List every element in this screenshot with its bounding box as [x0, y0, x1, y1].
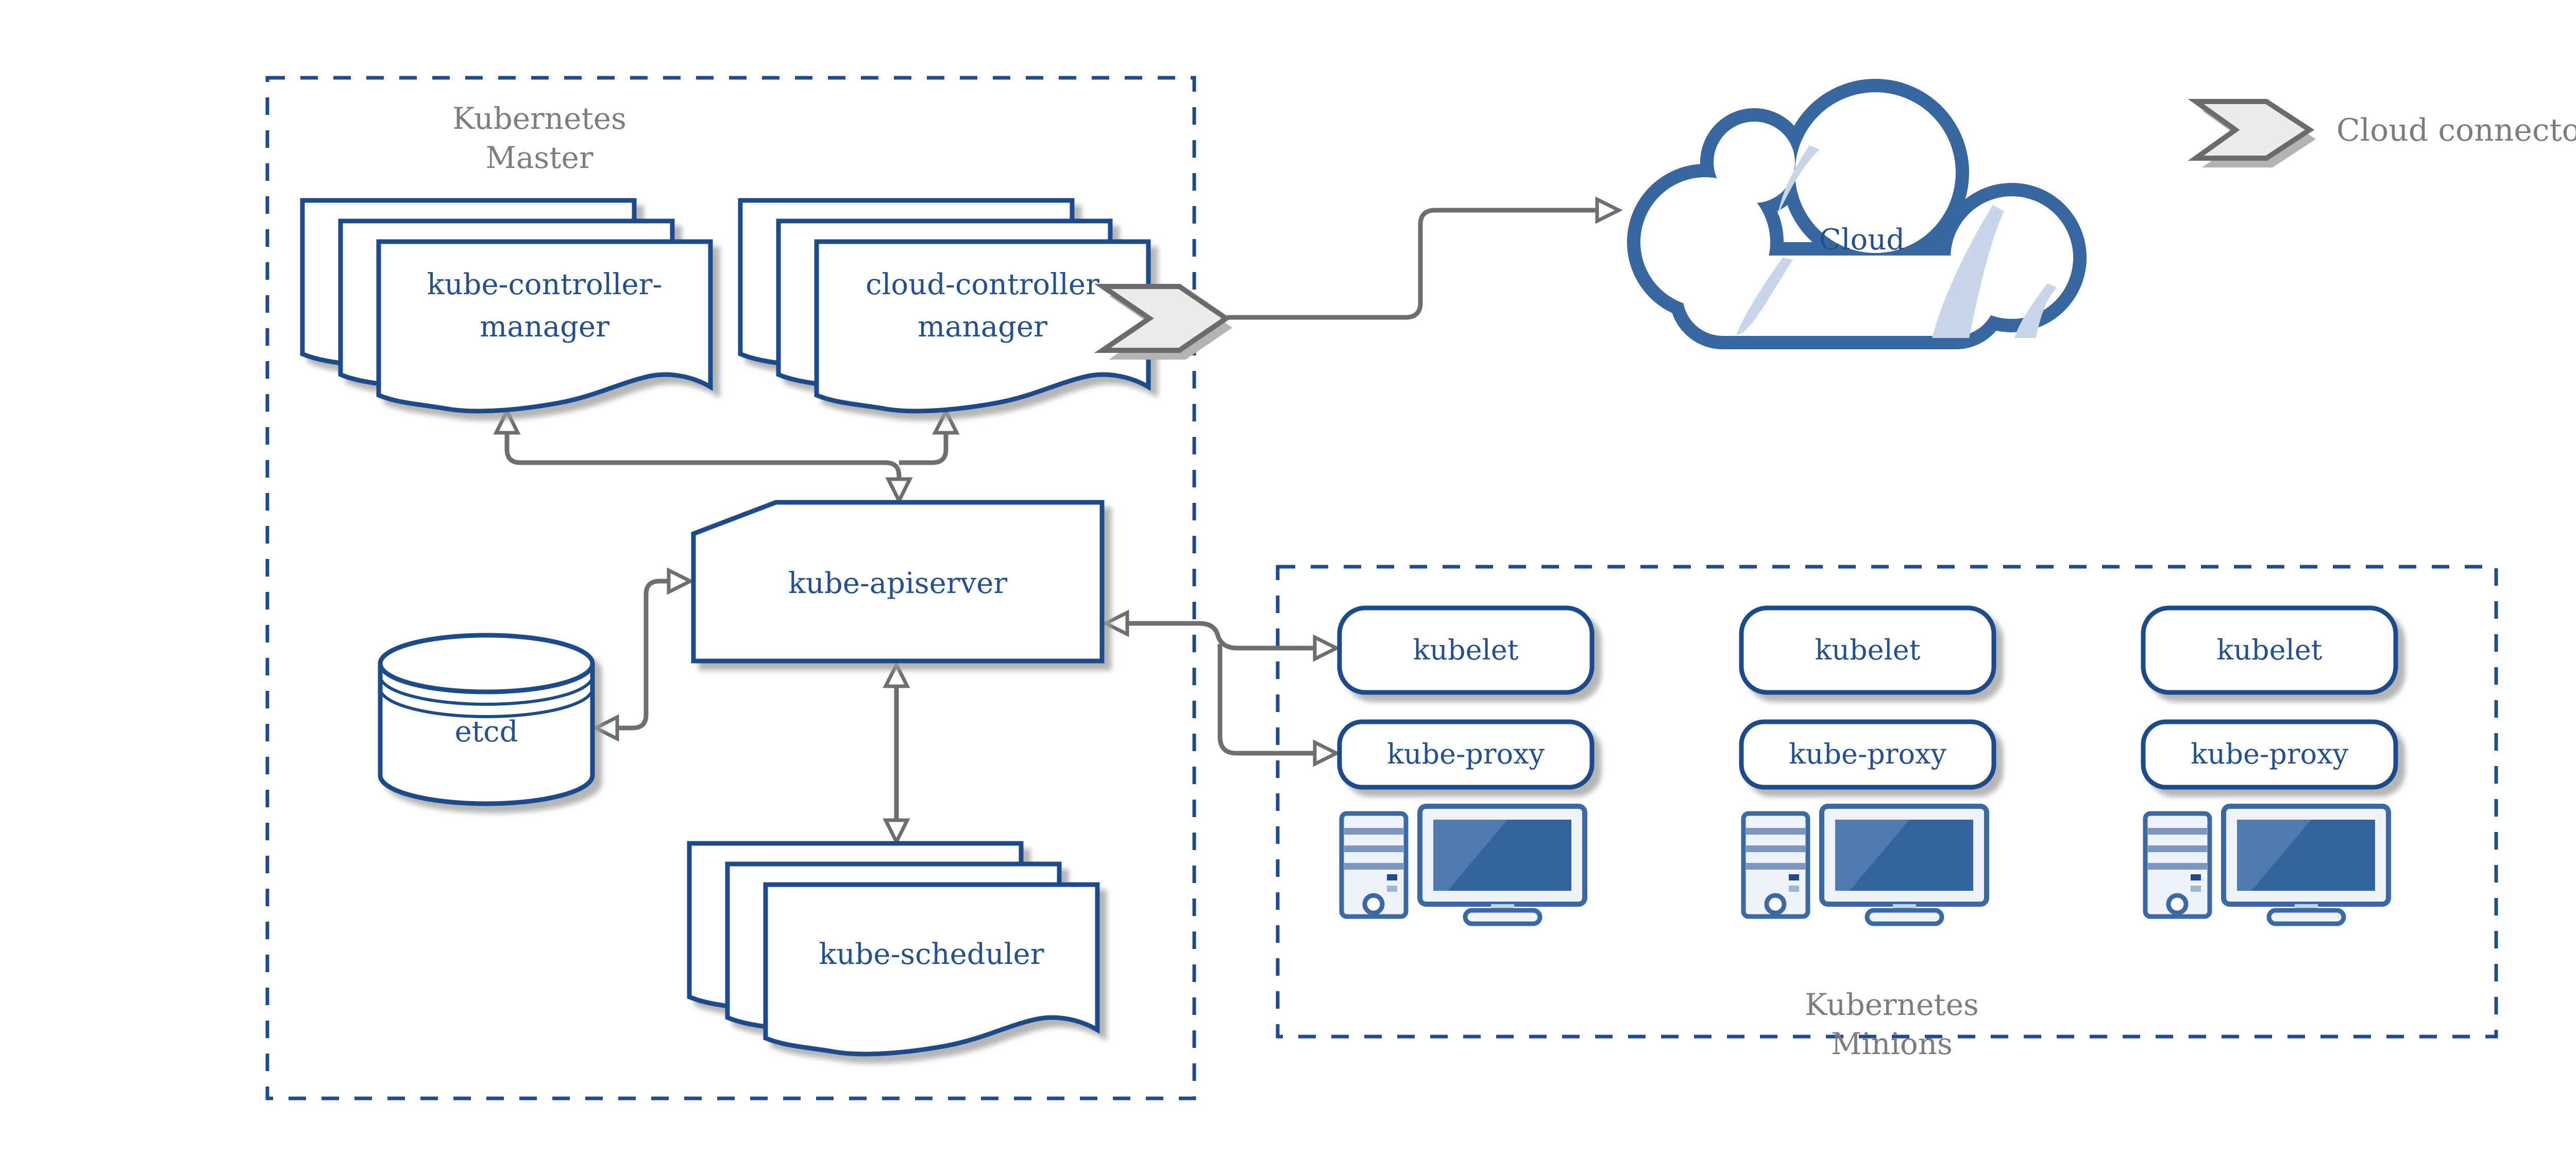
master-title-line2: Master [485, 140, 594, 175]
kube-proxy-shape-3 [2141, 719, 2398, 790]
kubelet-label-1: kubelet [1413, 634, 1519, 666]
kube-proxy-label-3: kube-proxy [2190, 738, 2349, 770]
kube-proxy-shape-2 [1739, 719, 1996, 790]
kube-proxy-label-1: kube-proxy [1386, 738, 1545, 770]
kube-controller-manager-label: kube-controller- manager [379, 264, 710, 348]
legend-cloud-connector-label: Cloud connector [2336, 112, 2576, 148]
kubelet-shape-2 [1739, 605, 1996, 695]
edge-ccm-apiserver [899, 432, 948, 465]
arrowhead-up-apiserver-bottom [883, 660, 910, 688]
kube-proxy-shape-1 [1337, 719, 1595, 790]
computer-icon-3 [2145, 806, 2388, 924]
arrowhead-up-kcm [493, 407, 521, 435]
ccm-line1: cloud-controller [866, 268, 1099, 301]
arrowhead-left-apiserver-right [1101, 609, 1129, 637]
master-title: Kubernetes Master [385, 99, 694, 177]
kubelet-shape-3 [2141, 605, 2398, 695]
cloud-connector-icon [1094, 284, 1232, 360]
ccm-line2: manager [918, 310, 1047, 344]
kcm-line2: manager [480, 310, 609, 344]
kubernetes-master-box [265, 76, 1196, 1100]
cloud-label: Cloud [1819, 223, 1905, 257]
arrowhead-right-cloud [1595, 196, 1623, 224]
edge-kcm-apiserver [504, 432, 902, 481]
etcd-shape [378, 633, 595, 806]
edge-apiserver-kubeproxy [1217, 644, 1318, 756]
kubernetes-minions-box [1276, 565, 2498, 1039]
kcm-line1: kube-controller- [427, 268, 663, 301]
arrowhead-right-kubeproxy [1313, 739, 1341, 767]
minions-title-line2: Minions [1831, 1026, 1953, 1061]
cloud-shape [1627, 79, 2087, 349]
etcd-label: etcd [454, 715, 518, 749]
connector-lines [504, 208, 1599, 824]
cloud-streaks [1736, 145, 2057, 338]
cloud-body [1640, 92, 2073, 336]
kube-apiserver-shape [691, 500, 1105, 664]
cloud-controller-manager-label: cloud-controller manager [817, 264, 1148, 348]
edge-apiserver-kubelet [1124, 621, 1318, 651]
arrowhead-down-apiserver [885, 477, 913, 505]
edge-ccm-cloud [1227, 208, 1599, 320]
kube-proxy-label-2: kube-proxy [1788, 738, 1947, 770]
legend-cloud-connector-icon [2188, 99, 2316, 167]
arrowhead-right-kubelet [1313, 634, 1341, 662]
minions-title: Kubernetes Minions [1737, 985, 2046, 1063]
kubelet-label-2: kubelet [1815, 634, 1921, 666]
kube-apiserver-label: kube-apiserver [788, 567, 1008, 600]
kubelet-shape-1 [1337, 605, 1595, 695]
arrowhead-left-etcd [591, 714, 619, 742]
minions-title-line1: Kubernetes [1805, 987, 1979, 1022]
kube-scheduler-label: kube-scheduler [819, 938, 1044, 971]
arrowhead-down-scheduler [883, 818, 910, 846]
master-title-line1: Kubernetes [452, 101, 626, 136]
minion-node-shapes [1337, 605, 2398, 790]
arrowhead-right-apiserver-left [667, 567, 694, 595]
kubelet-label-3: kubelet [2216, 634, 2323, 666]
computer-icon-1 [1342, 806, 1585, 924]
edge-etcd-apiserver [600, 579, 673, 731]
computer-icon-2 [1743, 806, 1987, 924]
arrowhead-up-ccm [932, 407, 960, 435]
arrowheads [493, 196, 1623, 846]
